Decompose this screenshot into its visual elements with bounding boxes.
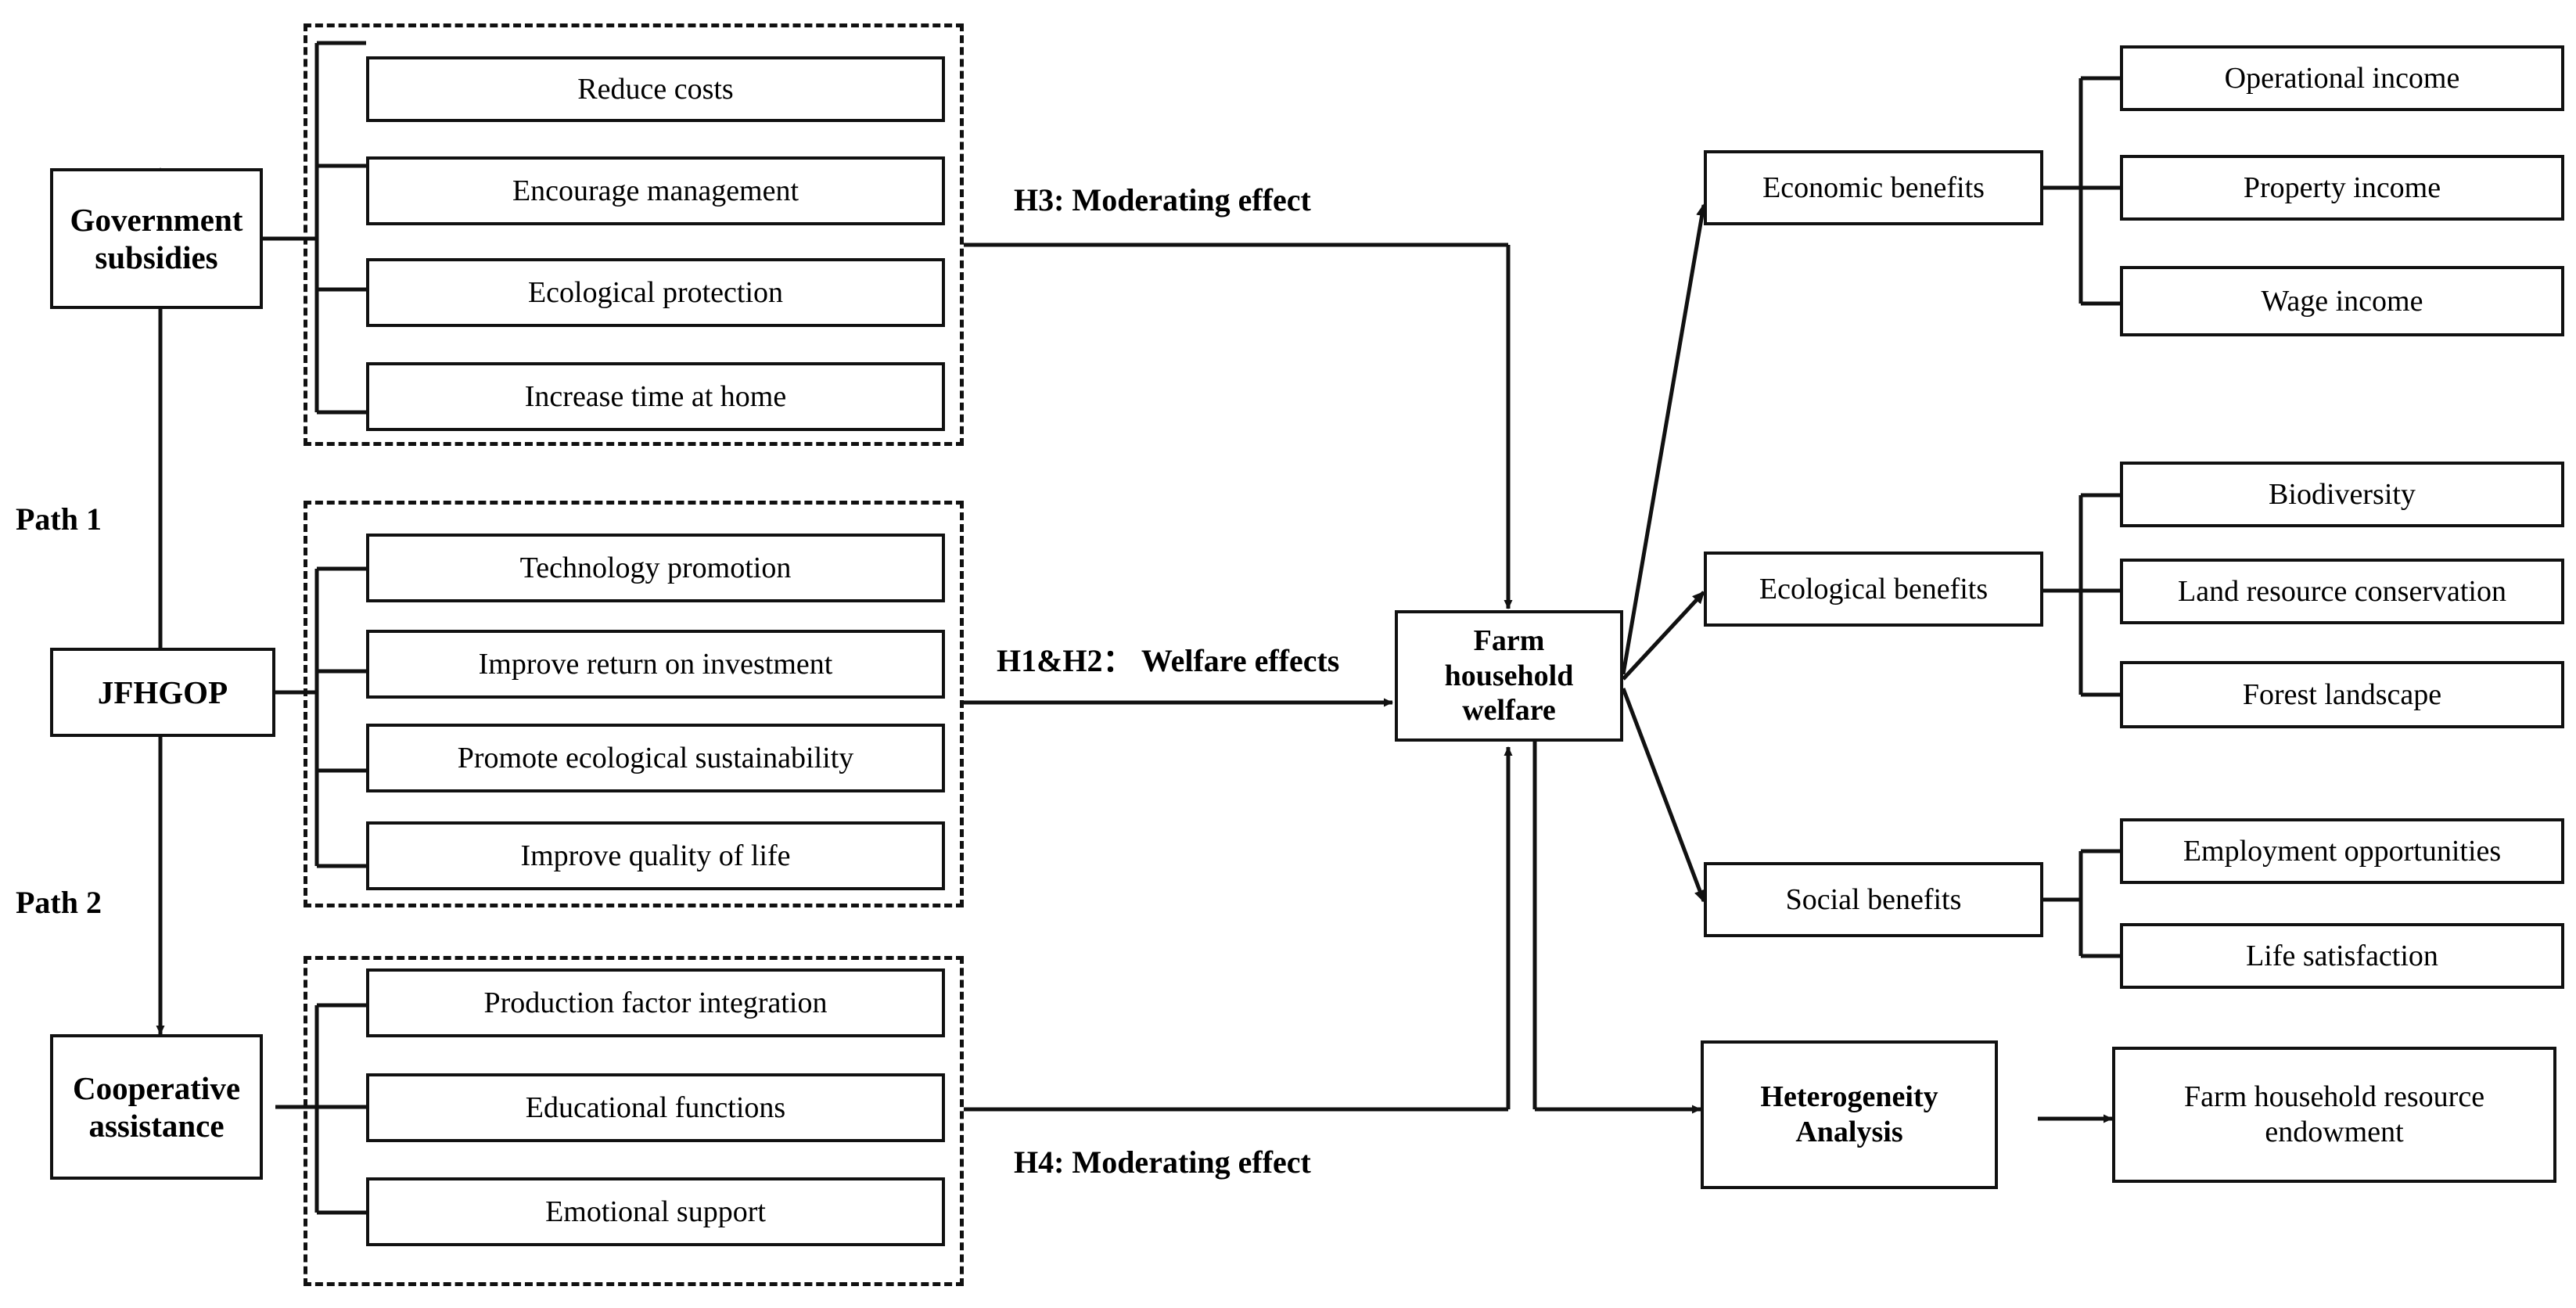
node-farm-household-welfare[interactable]: Farm household welfare [1395,610,1623,742]
node-ecological-benefits[interactable]: Ecological benefits [1704,552,2043,627]
group3-item-2[interactable]: Educational functions [366,1073,945,1142]
node-farm-household-resource-endowment[interactable]: Farm household resource endowment [2112,1047,2556,1183]
group1-item-4[interactable]: Increase time at home [366,362,945,431]
economic-sub-3[interactable]: Wage income [2120,266,2564,336]
economic-sub-1[interactable]: Operational income [2120,45,2564,111]
group2-item-1[interactable]: Technology promotion [366,534,945,602]
group-frame-cooperative-assistance [304,956,964,1286]
social-sub-1[interactable]: Employment opportunities [2120,818,2564,884]
group2-item-4[interactable]: Improve quality of life [366,821,945,890]
label-path-2: Path 2 [16,885,102,920]
ecological-sub-3[interactable]: Forest landscape [2120,661,2564,728]
node-social-benefits[interactable]: Social benefits [1704,862,2043,937]
node-jfhgop[interactable]: JFHGOP [50,648,275,737]
group1-item-1[interactable]: Reduce costs [366,56,945,122]
ecological-sub-1[interactable]: Biodiversity [2120,462,2564,527]
ecological-sub-2[interactable]: Land resource conservation [2120,559,2564,624]
group3-item-1[interactable]: Production factor integration [366,968,945,1037]
label-h4: H4: Moderating effect [1014,1144,1311,1180]
group3-item-3[interactable]: Emotional support [366,1177,945,1246]
group2-item-2[interactable]: Improve return on investment [366,630,945,699]
group2-item-3[interactable]: Promote ecological sustainability [366,724,945,792]
economic-sub-2[interactable]: Property income [2120,155,2564,221]
label-path-1: Path 1 [16,501,102,537]
node-economic-benefits[interactable]: Economic benefits [1704,150,2043,225]
group-frame-jfhgop [304,501,964,907]
node-heterogeneity-analysis[interactable]: Heterogeneity Analysis [1701,1040,1998,1189]
group1-item-2[interactable]: Encourage management [366,156,945,225]
node-government-subsidies[interactable]: Government subsidies [50,168,263,309]
group1-item-3[interactable]: Ecological protection [366,258,945,327]
label-h3: H3: Moderating effect [1014,182,1311,217]
node-cooperative-assistance[interactable]: Cooperative assistance [50,1034,263,1180]
group-frame-government-subsidies [304,23,964,446]
label-h1-h2: H1&H2： Welfare effects [997,643,1340,678]
social-sub-2[interactable]: Life satisfaction [2120,923,2564,989]
